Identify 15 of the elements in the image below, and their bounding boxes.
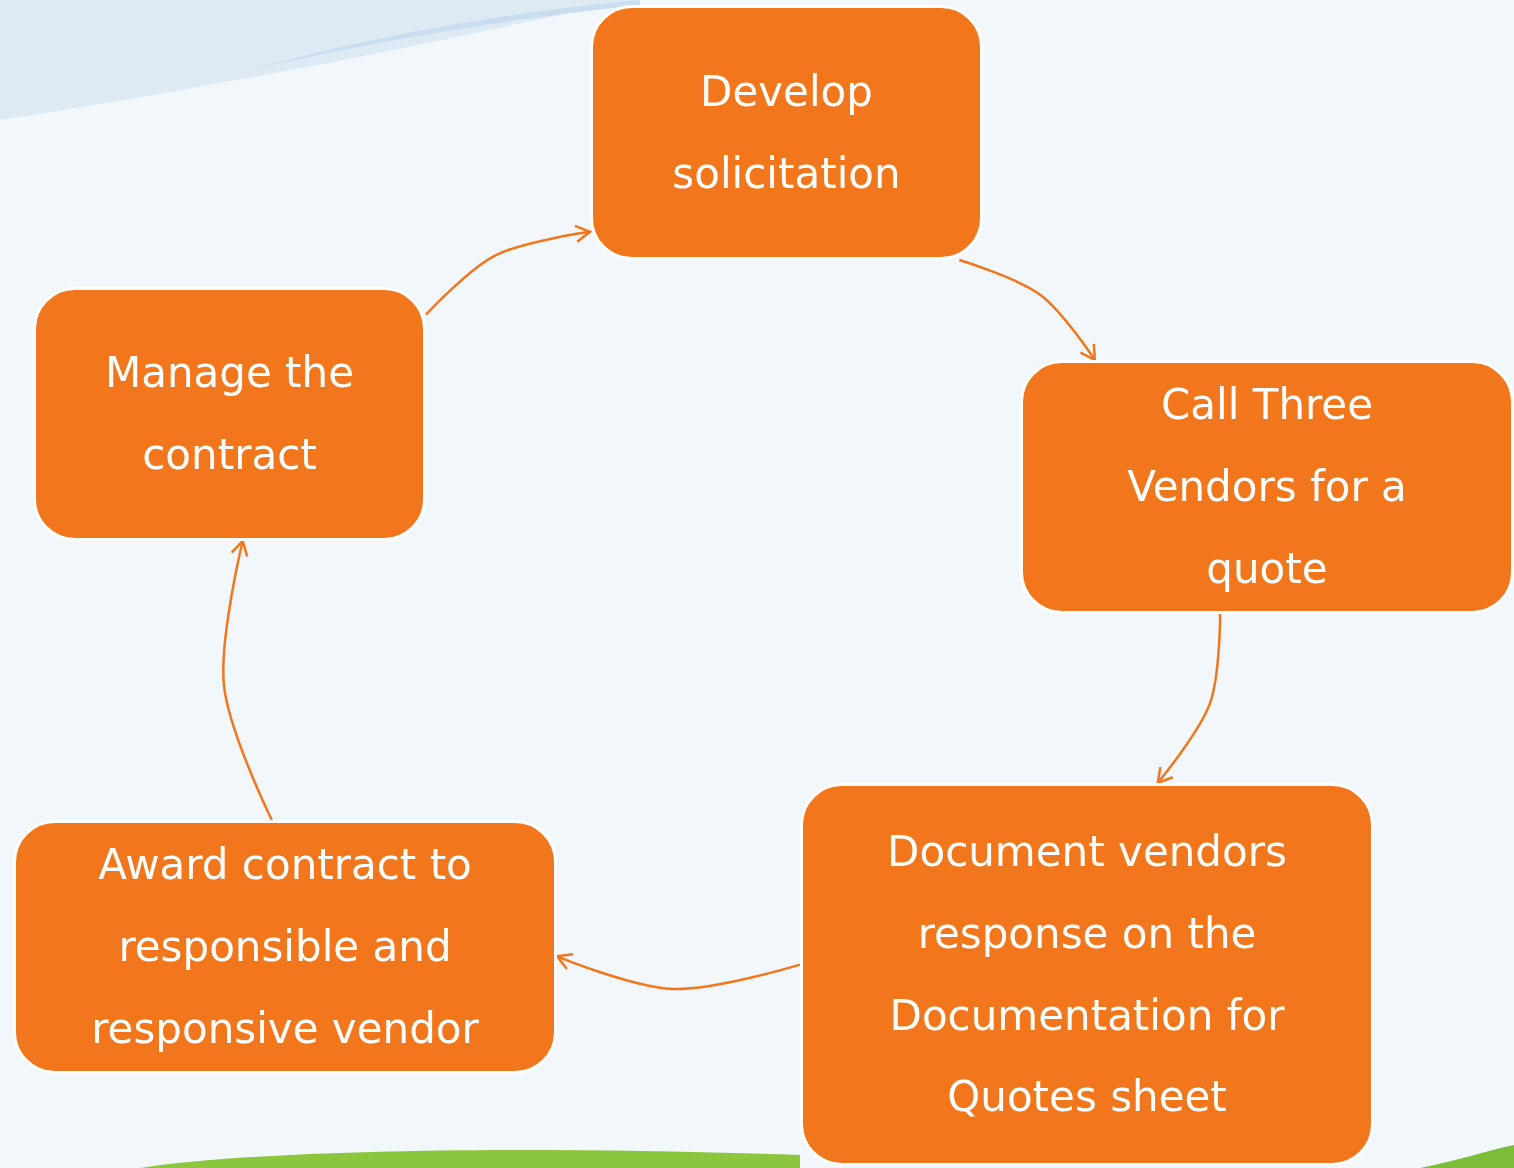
process-box [1020, 360, 1514, 614]
step-label: Award contract to responsible and responsive vendor [90, 839, 480, 1055]
step-label: Document vendors response on the Documentation for Quotes sheet [886, 825, 1288, 1124]
curved-arrow [555, 952, 801, 991]
process-box [13, 820, 557, 1074]
step-label: Manage the contract [103, 347, 356, 481]
curved-arrow [425, 224, 592, 316]
curved-arrow [958, 258, 1097, 362]
process-box [33, 287, 426, 541]
step-label: Call Three Vendors for a quote [1126, 379, 1408, 595]
curved-arrow [222, 539, 273, 821]
process-box [590, 5, 983, 260]
process-box [800, 783, 1374, 1166]
step-label: Develop solicitation [671, 65, 902, 200]
curved-arrow [1156, 614, 1222, 785]
